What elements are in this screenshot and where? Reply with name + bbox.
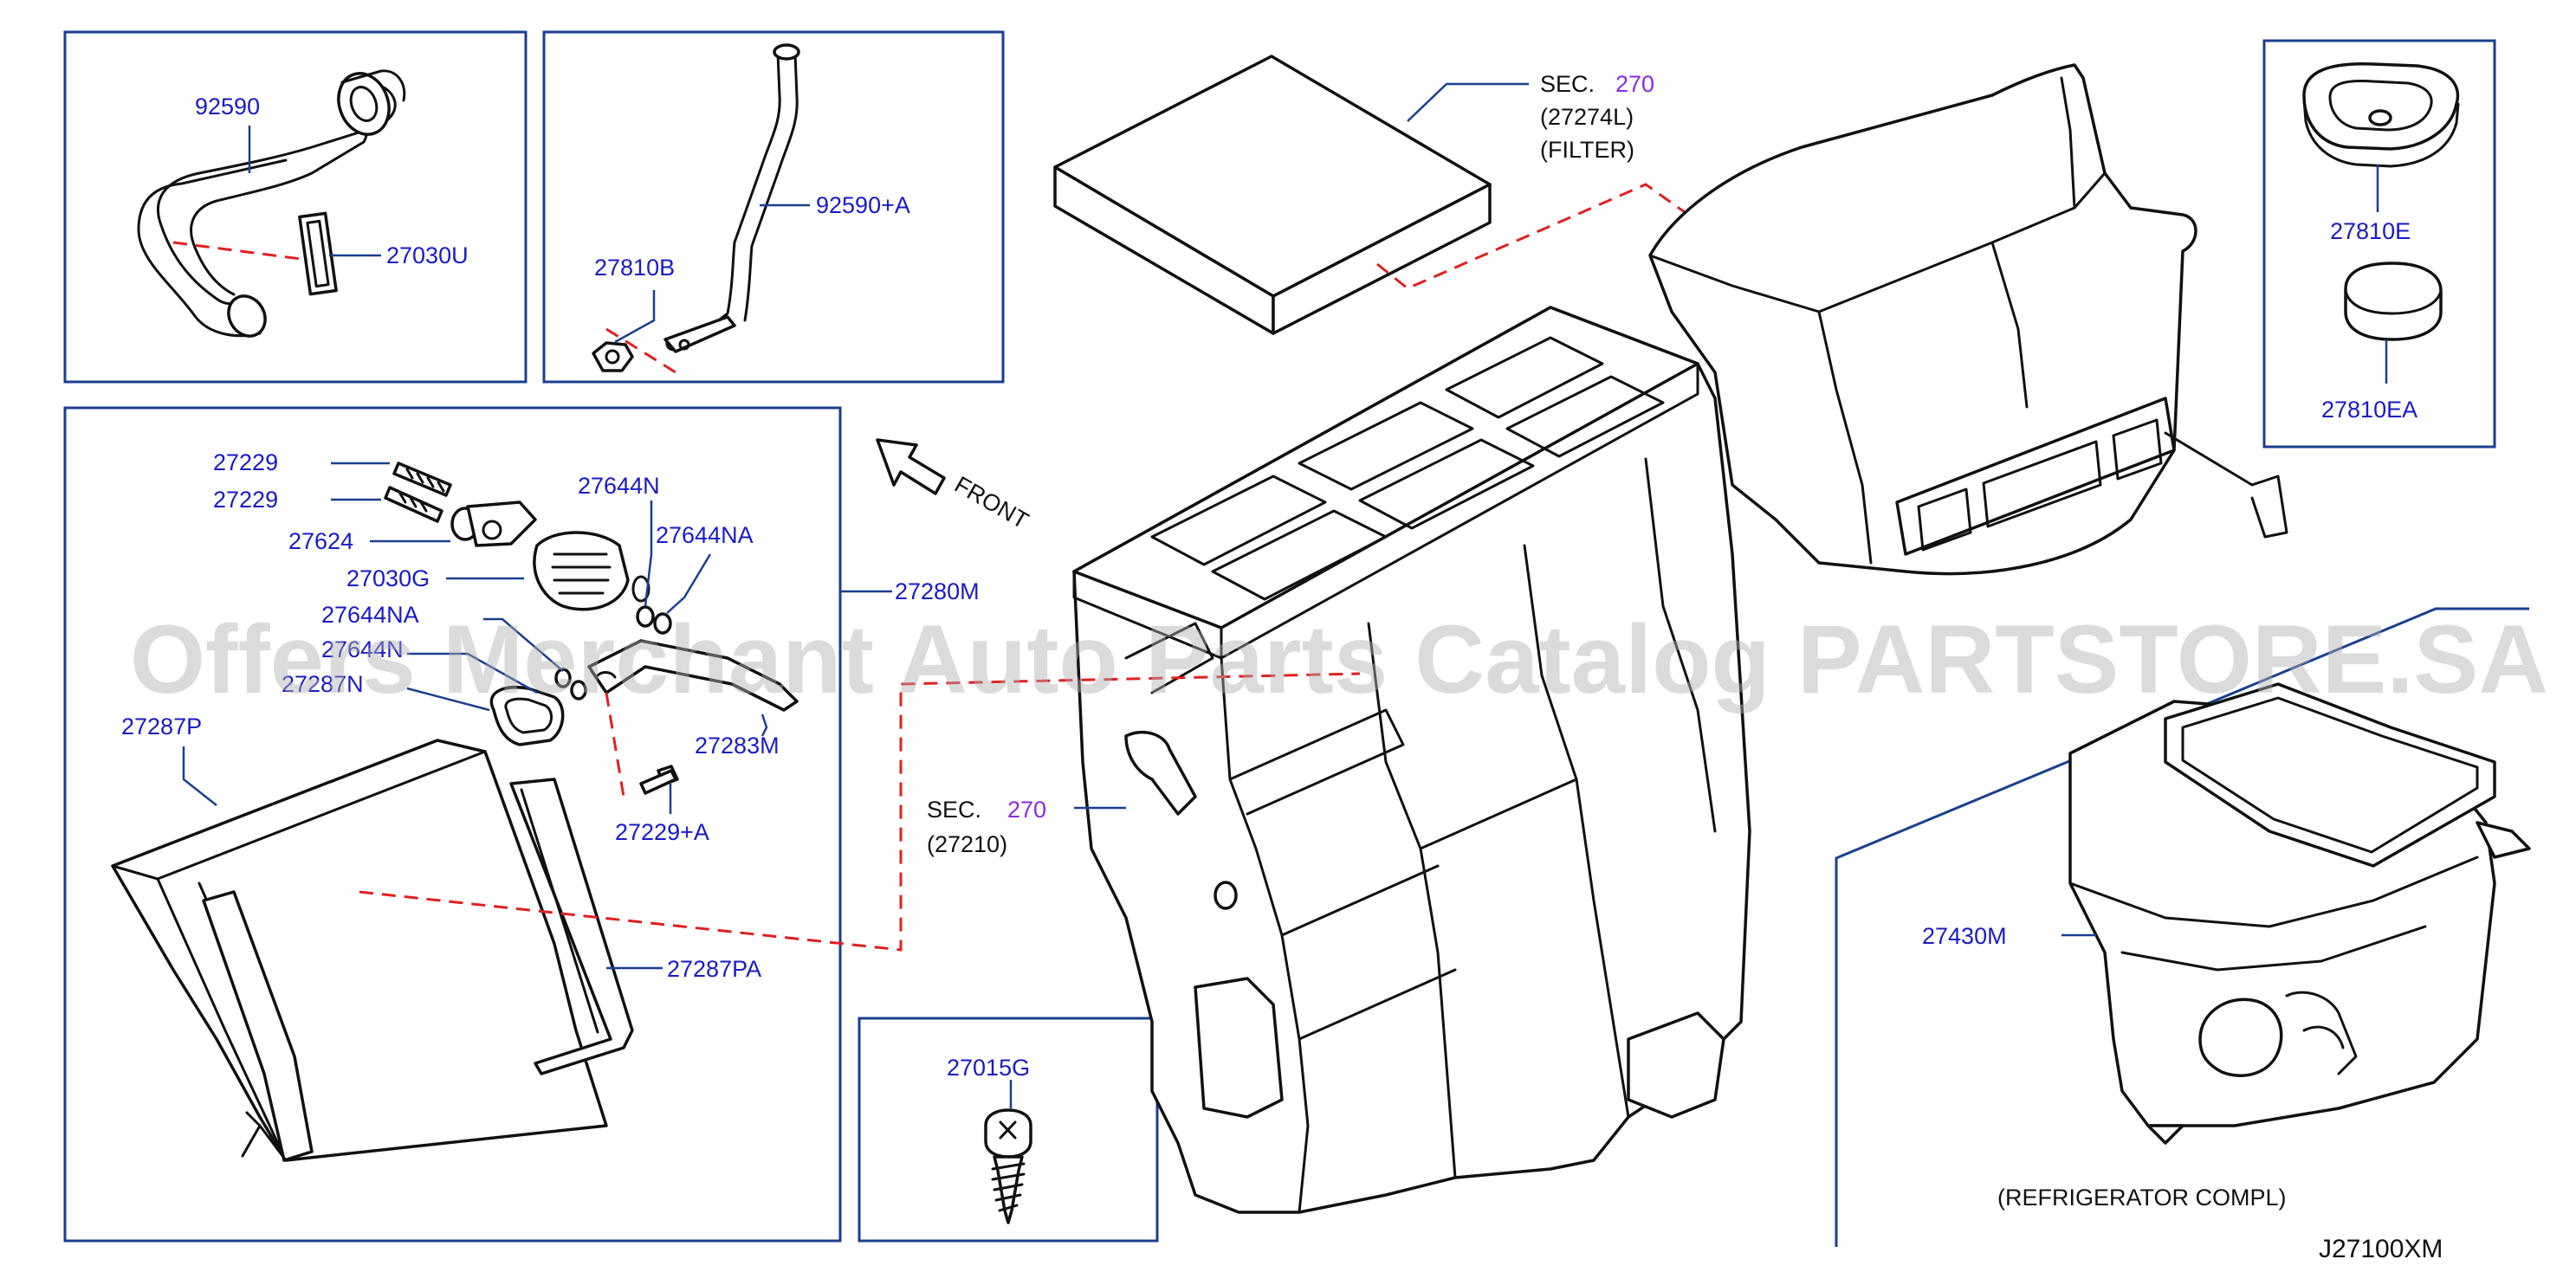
label-27430m: 27430M <box>1922 923 2007 949</box>
pipe-92590a-drawing <box>592 43 800 372</box>
evaporator-parts-drawing <box>111 462 799 1162</box>
label-27644na-l: 27644NA <box>321 602 419 628</box>
watermark-text: Offers Merchant Auto Parts Catalog PARTS… <box>130 605 2548 714</box>
leader-sec-filter <box>1407 82 1529 122</box>
sec-unit-number: 270 <box>1007 797 1046 823</box>
box-hose-92590 <box>63 30 527 384</box>
label-27229-a: 27229 <box>213 449 278 475</box>
dash-27030u <box>172 241 308 262</box>
screw-27015g-drawing <box>984 1108 1032 1224</box>
label-27810ea: 27810EA <box>2321 397 2417 423</box>
cabin-filter-drawing <box>1053 55 1492 335</box>
drawing-code: J27100XM <box>2319 1235 2443 1263</box>
dash-evaporator-unit <box>359 672 1361 952</box>
label-27015g: 27015G <box>947 1055 1030 1081</box>
label-27644na-r: 27644NA <box>656 522 754 548</box>
box-screw-27015g <box>858 1017 1159 1243</box>
box-pipe-92590a <box>542 30 1005 384</box>
dash-27810b <box>605 327 676 374</box>
label-27287p: 27287P <box>121 714 202 739</box>
box-evaporator-27280m <box>63 406 842 1243</box>
leader-27644na-l <box>483 617 564 672</box>
label-27287n: 27287N <box>282 671 364 697</box>
label-27283m: 27283M <box>695 733 780 759</box>
dash-filter <box>1376 183 2002 439</box>
sec-filter-prefix: SEC. <box>1540 71 1595 97</box>
label-27280m: 27280M <box>895 578 980 604</box>
hose-92590-drawing <box>137 69 406 338</box>
label-92590a: 92590+A <box>816 192 910 218</box>
label-27229-b: 27229 <box>213 487 278 513</box>
leader-27287p <box>182 746 217 806</box>
box-grommet-27810e <box>2262 39 2496 449</box>
hvac-unit-drawing <box>1072 63 2288 1214</box>
label-27810e: 27810E <box>2330 218 2411 244</box>
label-92590: 92590 <box>195 94 260 119</box>
grommet-27810e-drawing <box>2302 62 2460 341</box>
sec-unit-code: (27210) <box>927 831 1007 857</box>
front-arrow-icon <box>876 438 946 495</box>
leader-27283m <box>761 714 768 737</box>
label-27030u: 27030U <box>386 242 469 268</box>
leader-27287n <box>406 687 490 712</box>
sec-filter-number: 270 <box>1615 71 1654 97</box>
leader-27644n <box>644 500 653 607</box>
sec-unit-prefix: SEC. <box>927 797 981 823</box>
label-27624: 27624 <box>288 528 353 554</box>
label-27030g: 27030G <box>346 565 430 591</box>
sec-filter-code: (27274L) <box>1540 104 1634 130</box>
leader-27644na-r <box>666 553 712 614</box>
dash-valve-bolt <box>605 692 625 797</box>
label-27287pa: 27287PA <box>667 956 761 982</box>
label-27644n-l: 27644N <box>321 636 404 662</box>
label-27810b: 27810B <box>594 255 675 281</box>
sec-filter-desc: (FILTER) <box>1540 137 1634 163</box>
label-27644n: 27644N <box>578 473 660 499</box>
leader-27644n-l <box>407 652 538 694</box>
front-label: FRONT <box>950 471 1033 533</box>
refrigerator-label: (REFRIGERATOR COMPL) <box>1997 1185 2287 1211</box>
refrigerator-27430m-drawing <box>2068 682 2531 1145</box>
leader-27810b <box>614 290 656 344</box>
label-27229a-plus: 27229+A <box>615 819 709 845</box>
